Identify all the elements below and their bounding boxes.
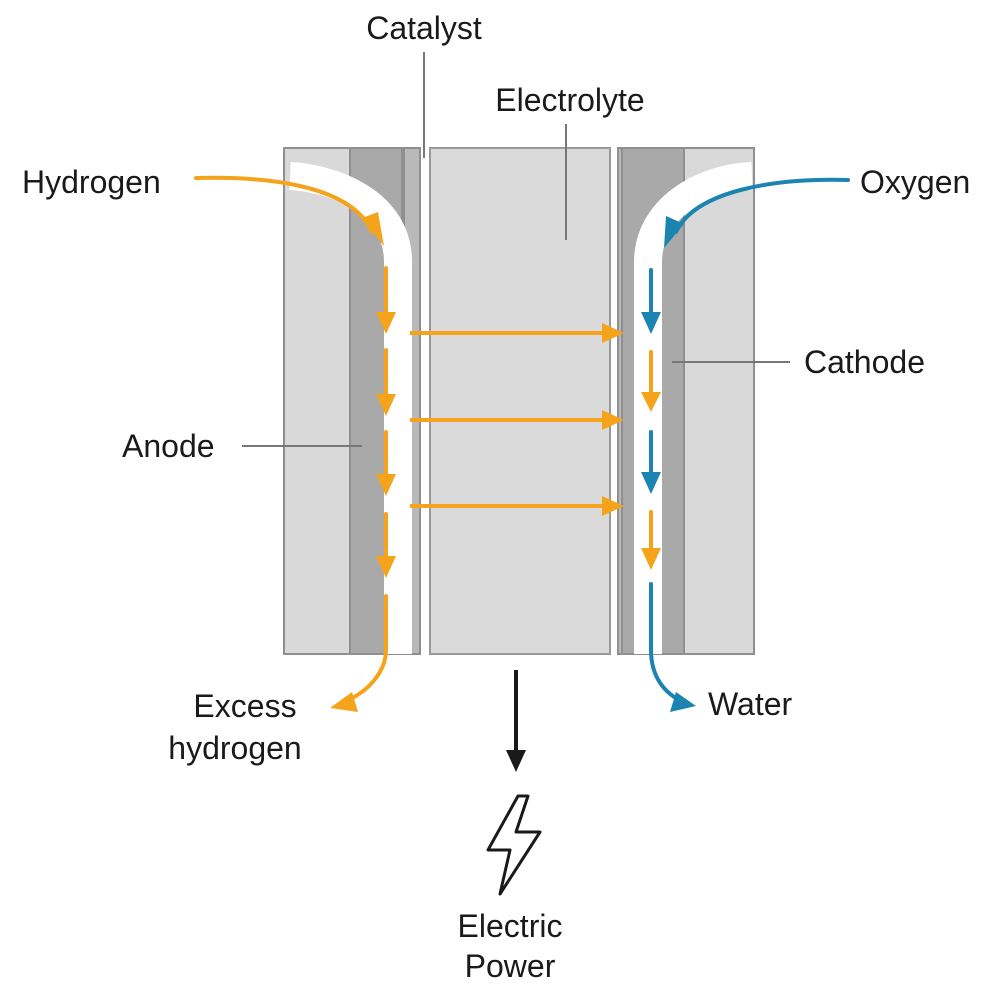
hydrogen-inflow-arrowhead bbox=[362, 212, 384, 246]
electric-power-arrowhead bbox=[506, 750, 526, 772]
oxygen-channel bbox=[634, 162, 754, 654]
anode-label: Anode bbox=[122, 428, 215, 464]
water-label: Water bbox=[708, 686, 793, 722]
excess-hydrogen-label-line2: hydrogen bbox=[168, 730, 302, 766]
lightning-bolt-icon bbox=[486, 794, 542, 896]
catalyst-label: Catalyst bbox=[366, 10, 482, 46]
hydrogen-channel bbox=[288, 162, 412, 654]
cathode-label: Cathode bbox=[804, 344, 925, 380]
electric-power-label-line2: Power bbox=[464, 948, 556, 984]
oxygen-inflow-arrow bbox=[674, 177, 850, 234]
electrolyte-block bbox=[429, 147, 611, 655]
cathode-down-arrows bbox=[641, 268, 661, 570]
oxygen-label: Oxygen bbox=[860, 164, 971, 200]
electric-power-label-line1: Electric bbox=[457, 908, 563, 944]
hydrogen-down-arrows bbox=[376, 266, 396, 578]
excess-hydrogen-arrowhead bbox=[330, 692, 358, 712]
proton-flow-arrows bbox=[410, 323, 624, 516]
excess-hydrogen-label-line1: Excess bbox=[193, 688, 297, 724]
right-outer-plate bbox=[683, 147, 755, 655]
hydrogen-label: Hydrogen bbox=[22, 164, 161, 200]
left-outer-plate bbox=[283, 147, 357, 655]
electrolyte-label: Electrolyte bbox=[495, 82, 645, 118]
oxygen-inflow-arrowhead bbox=[664, 216, 684, 248]
hydrogen-inflow-arrow bbox=[194, 175, 374, 234]
water-outflow-arrowhead bbox=[670, 692, 696, 712]
